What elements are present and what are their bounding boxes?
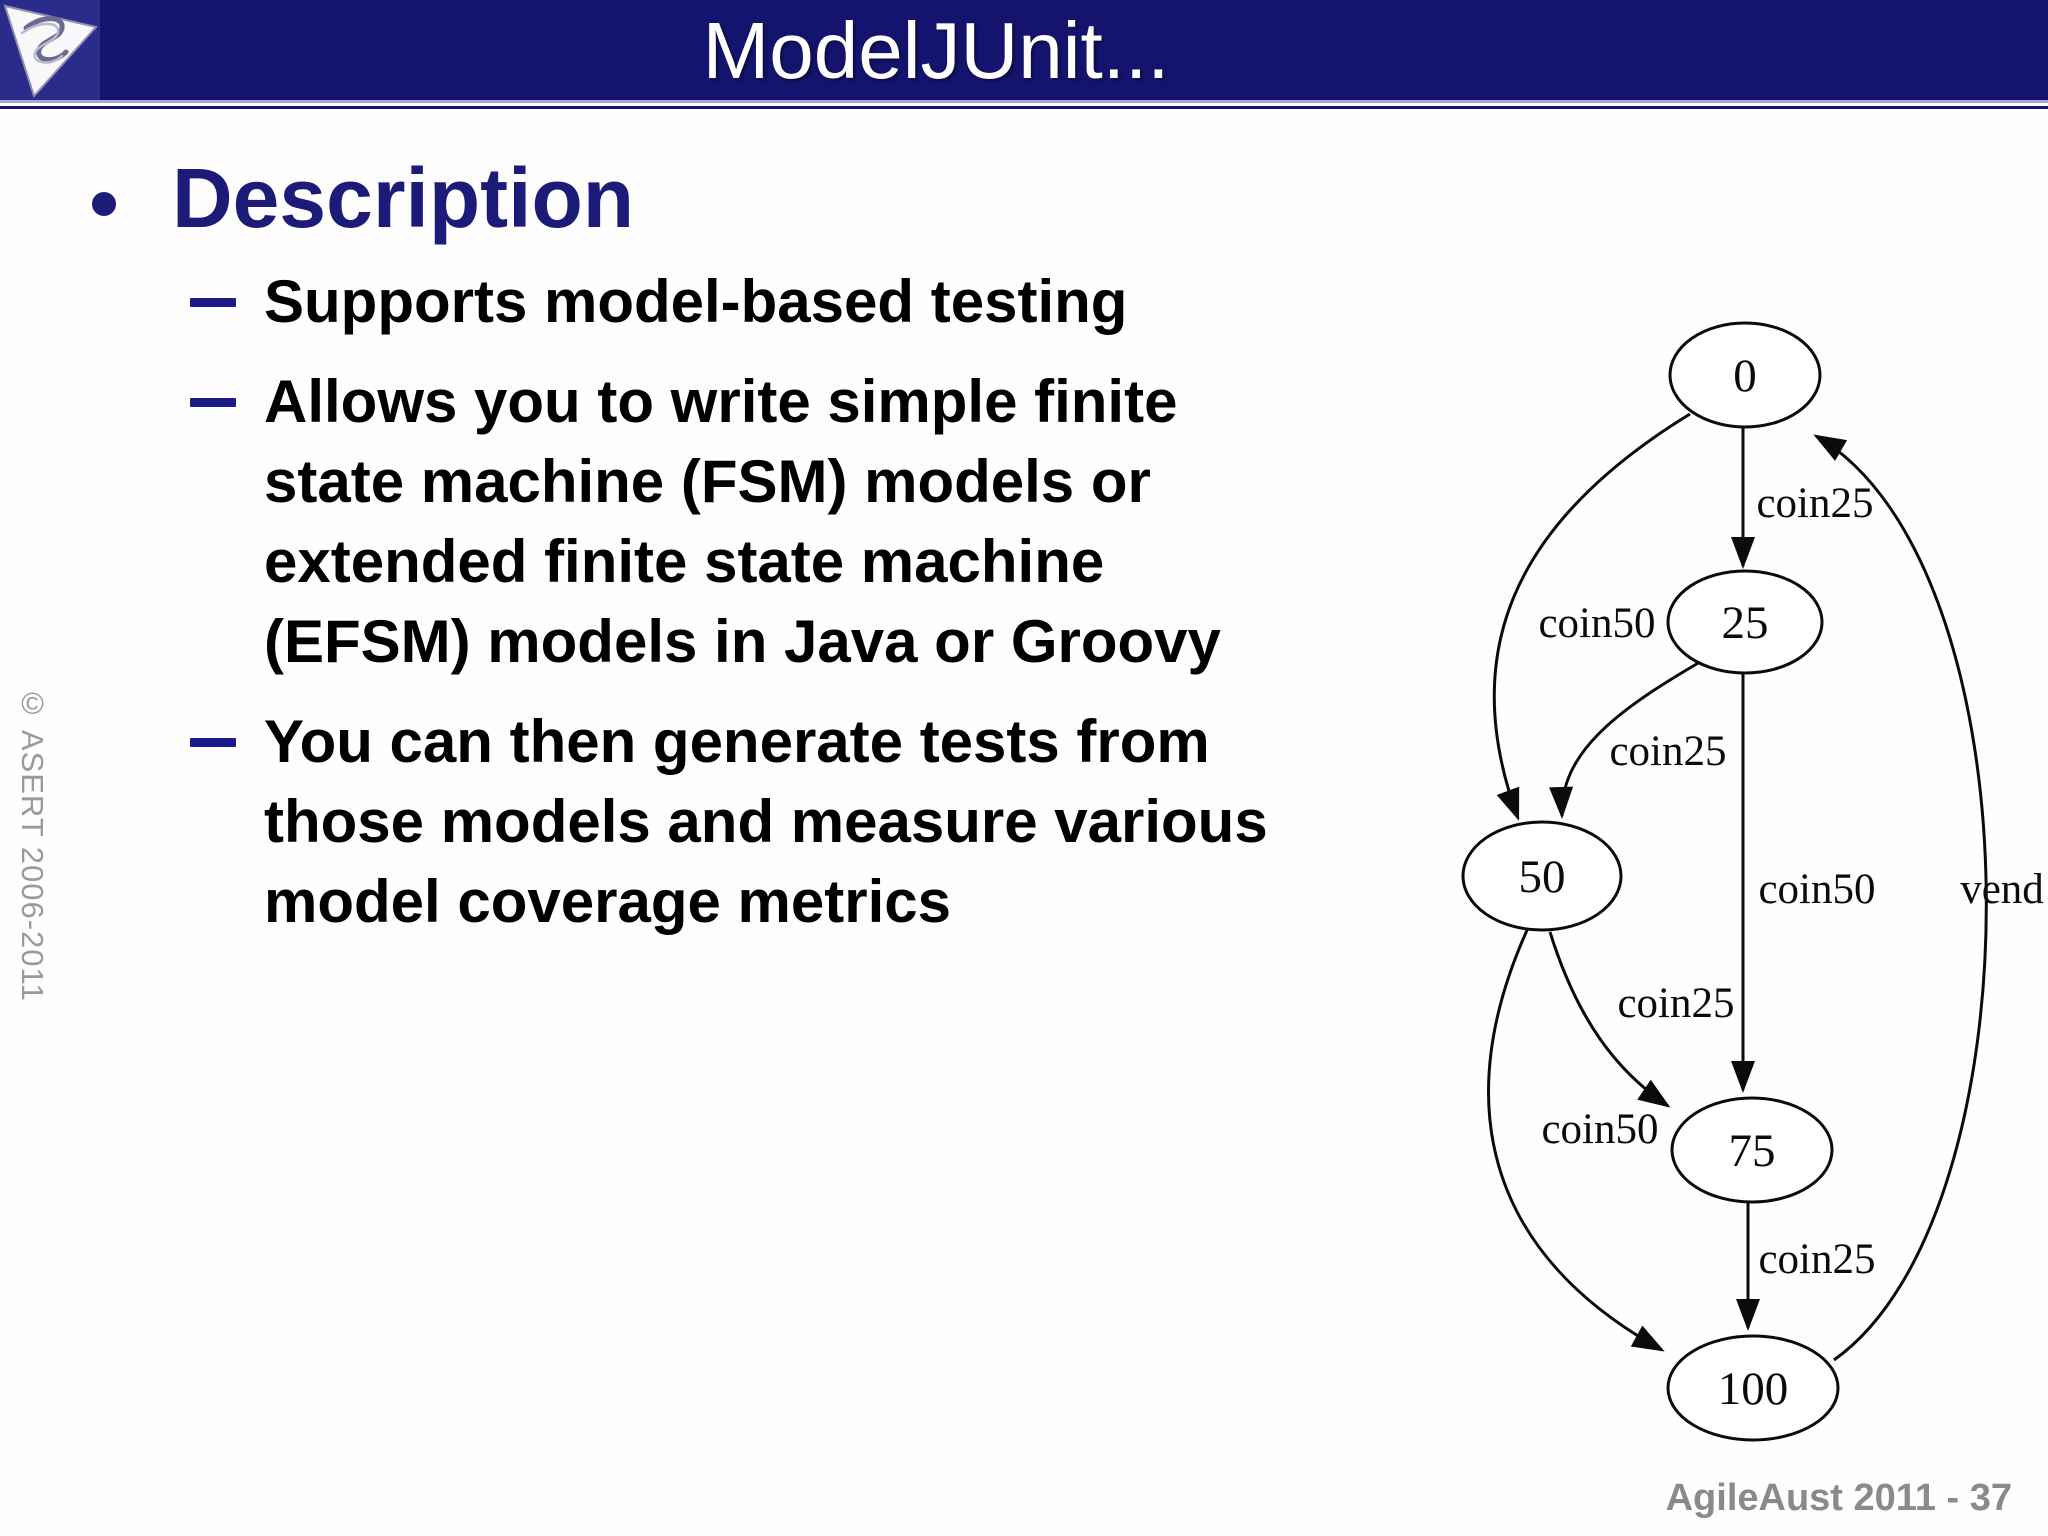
state-label-75: 75 [1729, 1125, 1776, 1177]
state-label-50: 50 [1519, 851, 1566, 903]
header-bar [0, 0, 2048, 100]
bullet-text: You can then generate tests from those m… [264, 708, 1268, 935]
bullet-item: Supports model-based testing [190, 262, 1470, 342]
bullet-text: Allows you to write simple finite state … [264, 368, 1221, 675]
header-rule-navy [0, 106, 2048, 109]
edge-label-coin25: coin25 [1609, 728, 1726, 775]
edge-label-coin25: coin25 [1756, 480, 1873, 527]
edge-100-to-0 [1813, 434, 1988, 1362]
state-label-100: 100 [1718, 1363, 1789, 1415]
copyright-vertical-text: © ASERT 2006-2011 [15, 686, 50, 1002]
state-node-0 [1668, 321, 1822, 429]
edge-label-coin25: coin25 [1758, 1236, 1875, 1283]
asert-triangle-s-icon [3, 4, 98, 98]
edge-50-to-75 [1548, 931, 1671, 1108]
state-machine-diagram: 0 25 50 75 100 coin25 coin50 coin25 coin50 coin2… [1400, 220, 2048, 1500]
bullet-item: You can then generate tests from those m… [190, 702, 1470, 942]
fsm-svg: 0 25 50 75 100 coin25 coin50 coin25 coin50 coin2… [1461, 321, 2044, 1442]
bullet-dot-icon [92, 192, 116, 216]
edge-label-coin50: coin50 [1758, 866, 1875, 913]
bullet-item: Allows you to write simple finite state … [190, 362, 1470, 682]
state-node-100 [1666, 1334, 1840, 1442]
state-node-25 [1666, 569, 1824, 675]
state-label-25: 25 [1722, 597, 1769, 649]
edge-25-to-50 [1549, 660, 1701, 819]
slide-title: ModelJUnit... [702, 6, 1170, 95]
state-node-50 [1461, 820, 1623, 932]
edge-0-to-50 [1492, 412, 1691, 821]
asert-logo [0, 0, 100, 100]
header-rule-pale [0, 100, 2048, 103]
dash-bullet-icon [190, 298, 236, 307]
edge-label-coin50: coin50 [1541, 1106, 1658, 1153]
state-node-75 [1670, 1096, 1834, 1204]
dash-bullet-icon [190, 738, 236, 747]
bullet-text: Supports model-based testing [264, 268, 1128, 335]
dash-bullet-icon [190, 398, 236, 407]
edge-50-to-100 [1487, 927, 1665, 1352]
edge-label-coin50: coin50 [1538, 600, 1655, 647]
state-label-0: 0 [1733, 350, 1757, 402]
footer-page-label: AgileAust 2011 - 37 [1665, 1477, 2012, 1519]
edge-label-vend: vend [1960, 866, 2044, 913]
section-heading: Description [172, 151, 635, 245]
edge-label-coin25: coin25 [1617, 980, 1734, 1027]
